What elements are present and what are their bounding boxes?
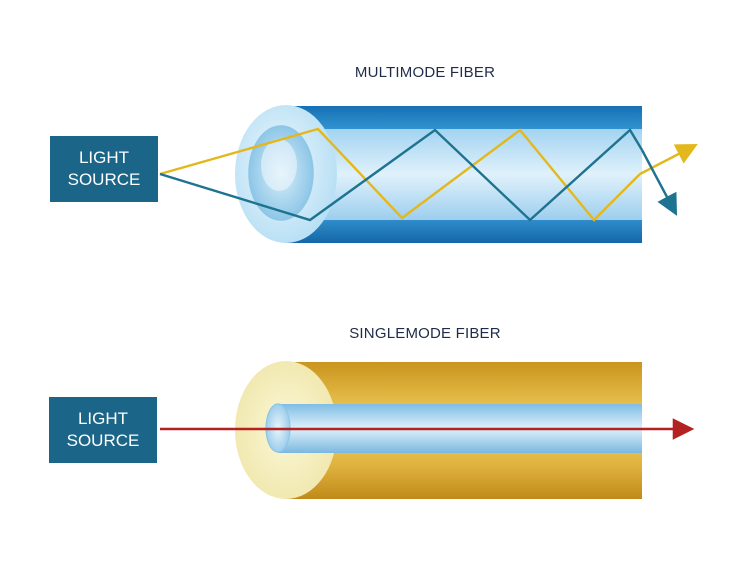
multimode-ray-teal-exit (640, 149, 678, 216)
multimode-ray-teal (159, 128, 644, 222)
singlemode-fiber-title: SINGLEMODE FIBER (349, 325, 501, 342)
multimode-core (286, 129, 642, 220)
multimode-ray-yellow (159, 127, 641, 222)
singlemode-light-source-line2: SOURCE (66, 431, 140, 450)
singlemode-light-source: LIGHT SOURCE (49, 397, 157, 463)
multimode-light-source-line2: SOURCE (67, 170, 141, 189)
multimode-ray-yellow-exit (639, 144, 698, 176)
singlemode-fiber (160, 361, 695, 499)
multimode-core-highlight (261, 139, 297, 191)
singlemode-light-source-line1: LIGHT (77, 409, 129, 428)
multimode-fiber (159, 105, 698, 243)
multimode-light-source-line1: LIGHT (78, 148, 130, 167)
multimode-fiber-title: MULTIMODE FIBER (354, 64, 496, 81)
multimode-light-source: LIGHT SOURCE (50, 136, 158, 202)
